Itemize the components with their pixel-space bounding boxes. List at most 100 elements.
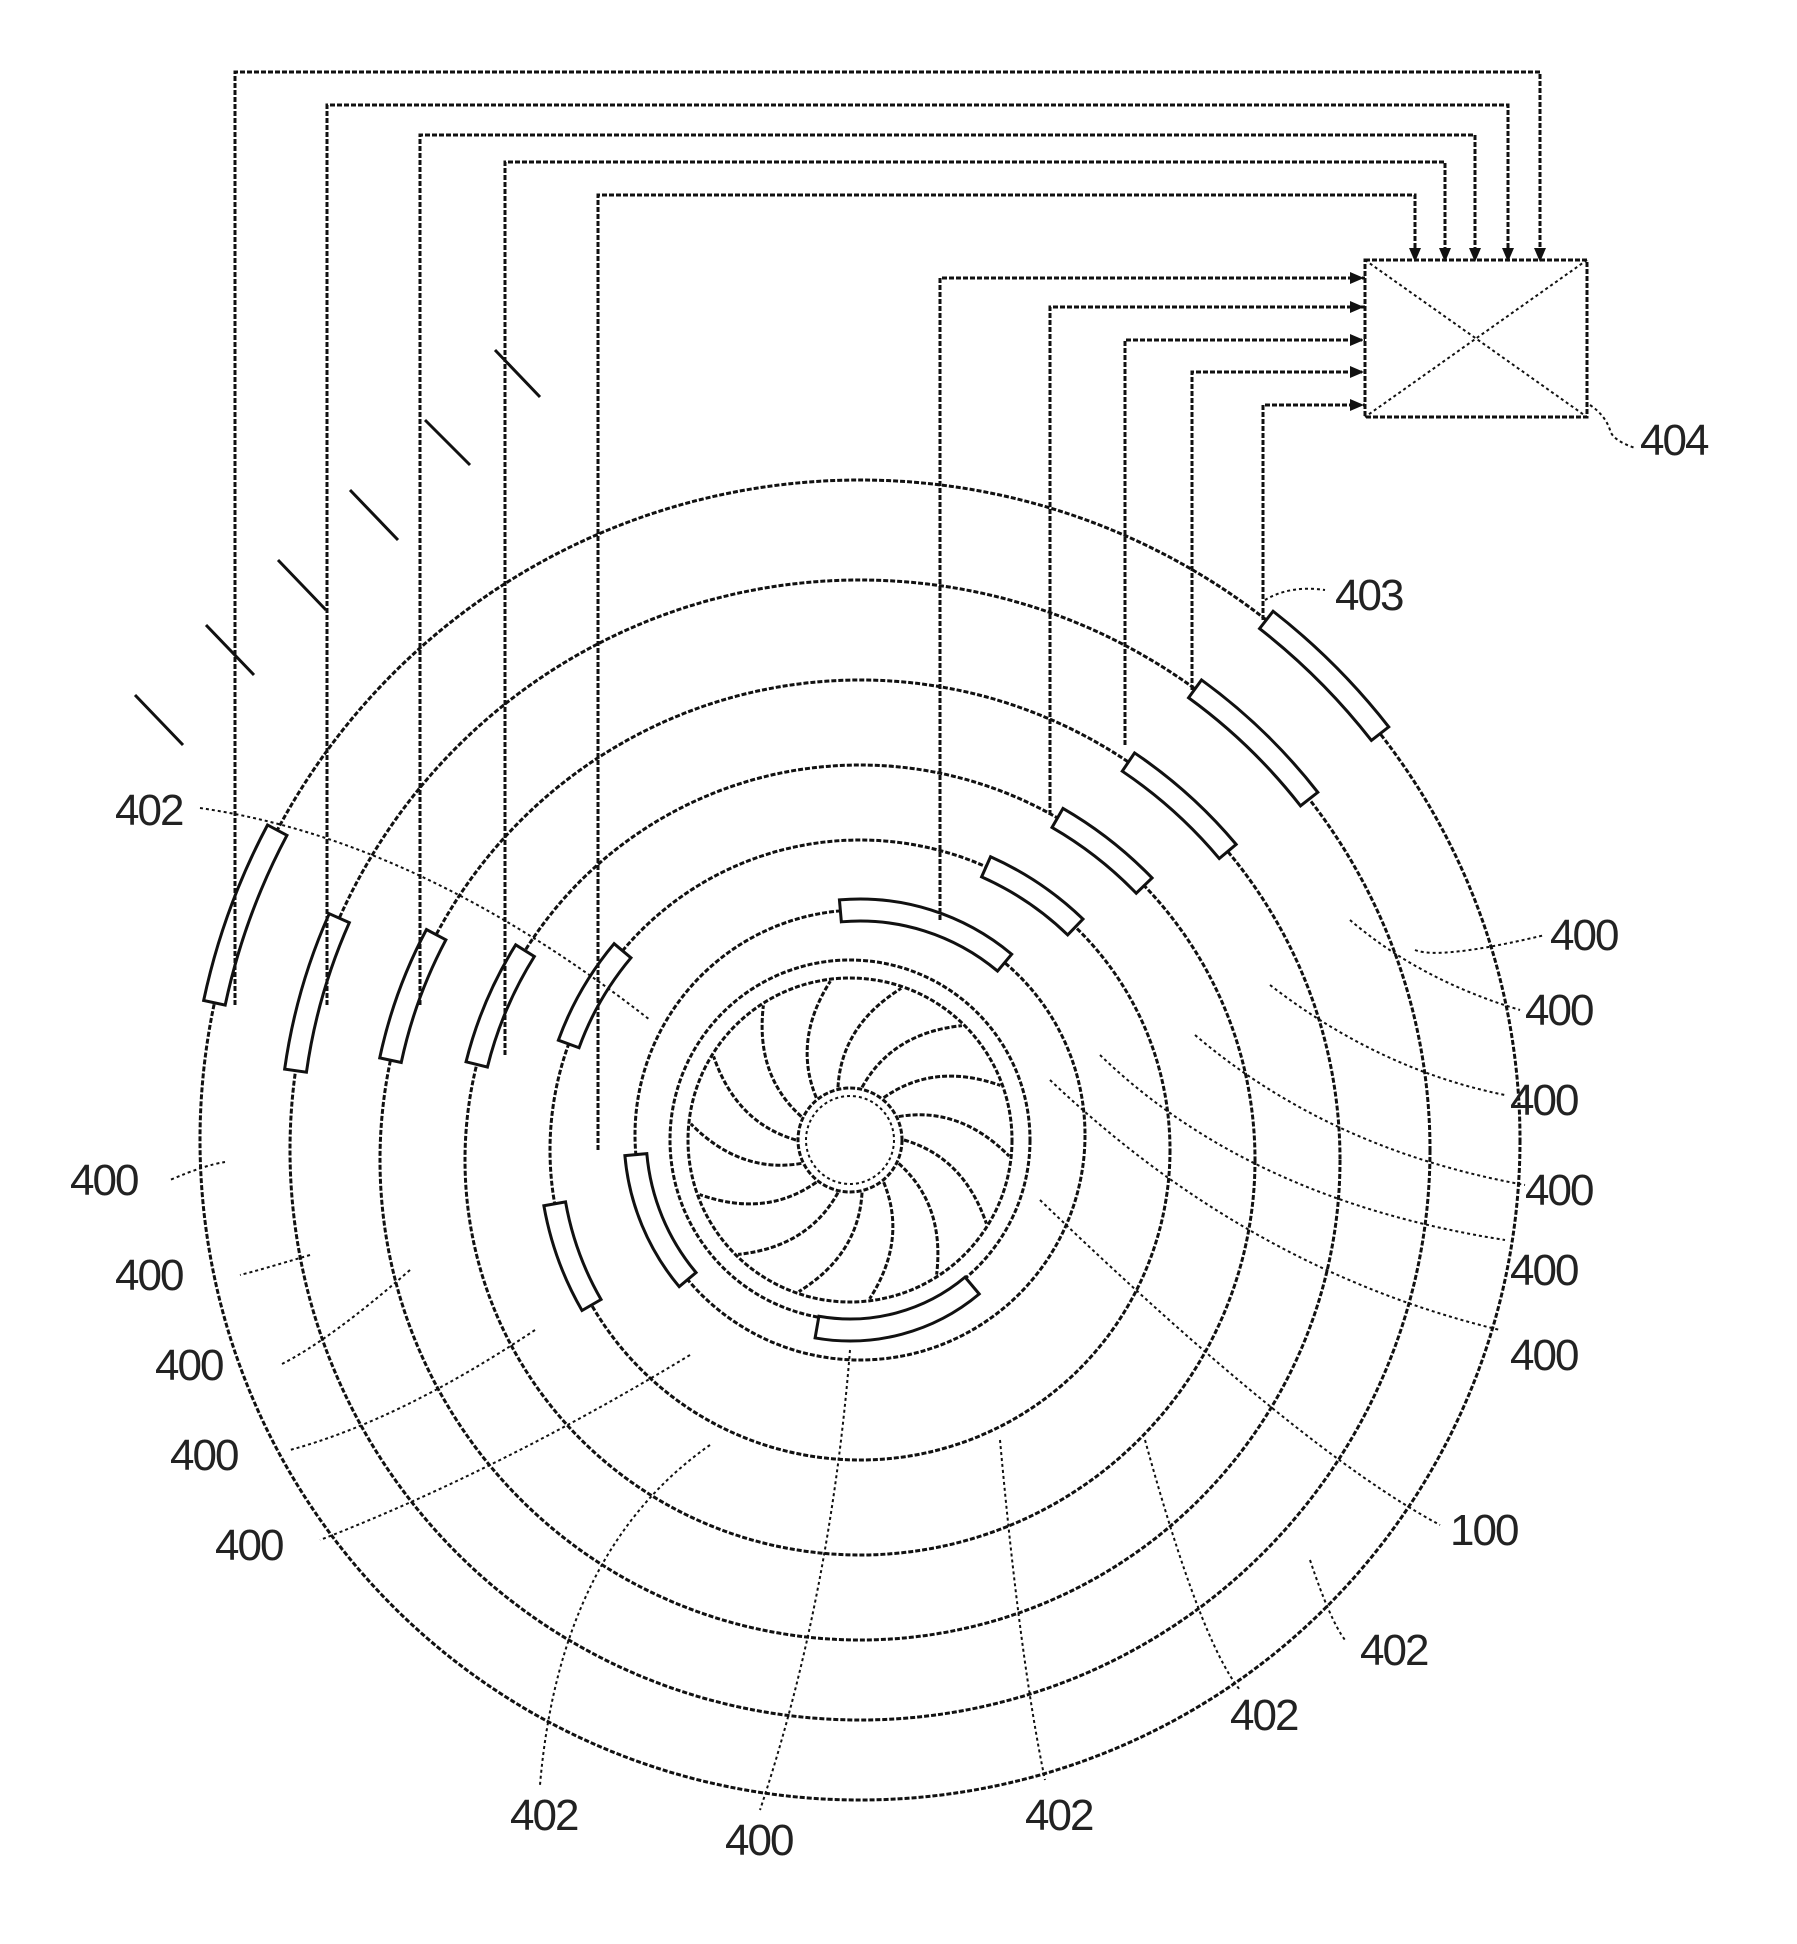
arc-sensors [201, 609, 1391, 1343]
controller-rect [1363, 258, 1589, 419]
leader [999, 1439, 1046, 1781]
leader [1049, 1079, 1501, 1331]
wire-right-5 [1261, 403, 1365, 620]
arrow-icon [1502, 248, 1514, 262]
arc-sensor [201, 822, 289, 1007]
label-400: 400 [155, 1341, 223, 1390]
label-400: 400 [1510, 1076, 1578, 1125]
leader [239, 1254, 311, 1276]
leader [319, 1354, 691, 1541]
wire-right-4 [1190, 370, 1365, 690]
leader [759, 1349, 851, 1811]
label-402: 402 [115, 786, 183, 835]
fan-blade [860, 1024, 963, 1089]
fan-blade [699, 1180, 818, 1206]
leaders [169, 807, 1546, 1811]
arrow-icon [1469, 248, 1481, 262]
top-arrowheads [1409, 248, 1546, 262]
leader [539, 1444, 711, 1786]
label-400: 400 [70, 1156, 138, 1205]
wire-right-1 [938, 276, 1365, 920]
ring-5 [548, 838, 1172, 1462]
arc-sensor [813, 1275, 982, 1343]
arrow-icon [1534, 248, 1546, 262]
label-402: 402 [1025, 1791, 1093, 1840]
wire-left-1 [233, 70, 1542, 1005]
arrow-icon [1350, 334, 1364, 346]
leader [289, 1329, 536, 1451]
ring-outer-1 [198, 478, 1522, 1802]
controller-leader [1589, 404, 1636, 449]
airflow-arrow-5 [423, 418, 472, 467]
arrow-icon [1409, 248, 1421, 262]
label-402: 402 [1230, 1691, 1298, 1740]
ring-4 [463, 763, 1257, 1557]
airflow-arrow-6 [493, 348, 542, 399]
arc-sensor [1120, 750, 1239, 861]
arrow-icon [1350, 366, 1364, 378]
arrow-icon [1350, 272, 1364, 284]
wire-right-2 [1048, 305, 1365, 815]
label-400: 400 [1510, 1331, 1578, 1380]
side-arrowheads [1350, 272, 1364, 411]
label-400: 400 [115, 1251, 183, 1300]
arc-sensor [464, 942, 537, 1069]
fan-blade [760, 1005, 803, 1118]
wire-left-2 [325, 103, 1510, 1005]
fan-blade [882, 1074, 1001, 1100]
arc-sensor [623, 1152, 699, 1289]
wire-left-5 [596, 193, 1417, 1150]
right-wires [938, 276, 1365, 920]
leader [169, 1161, 226, 1181]
wire-right-3 [1123, 338, 1365, 745]
fan-blade [712, 1055, 797, 1142]
fan-blade [805, 980, 832, 1099]
leader [1349, 919, 1521, 1011]
fan [668, 958, 1032, 1322]
fan-blade [737, 1191, 840, 1256]
label-400: 400 [725, 1816, 793, 1865]
arc-sensor [979, 854, 1086, 938]
airflow-arrow-2 [204, 623, 256, 677]
arc-sensor [837, 897, 1014, 974]
arc-sensor [377, 927, 448, 1065]
leader [279, 1269, 411, 1366]
fan-blade [689, 1122, 802, 1167]
fan-hub [796, 1086, 904, 1194]
leader [1099, 1054, 1506, 1241]
fan-blade [836, 987, 902, 1088]
label-400: 400 [1550, 911, 1618, 960]
connector-label: 403 [1335, 571, 1403, 620]
label-400: 400 [170, 1431, 238, 1480]
controller-cross-2 [1364, 259, 1588, 418]
arc-sensor [542, 1200, 604, 1313]
fan-blade [898, 1113, 1011, 1158]
arrow-icon [1350, 399, 1364, 411]
airflow-arrow-1 [133, 693, 185, 747]
controller-cross-1 [1364, 259, 1588, 418]
leader [1309, 1559, 1346, 1641]
controller-box: 404 [1363, 258, 1711, 465]
leader-100 [1039, 1199, 1441, 1526]
label-400: 400 [1510, 1246, 1578, 1295]
wire-left-3 [418, 133, 1477, 1005]
arc-sensor [556, 941, 634, 1050]
fan-housing-inner [686, 976, 1014, 1304]
fan-blade [903, 1138, 988, 1225]
arc-sensor [1186, 677, 1320, 808]
fan-hub-inner [805, 1095, 895, 1185]
leader-402-top [199, 807, 651, 1021]
label-400: 400 [1525, 1166, 1593, 1215]
left-wires [233, 70, 1542, 1150]
label-400: 400 [1525, 986, 1593, 1035]
airflow-arrow-3 [276, 558, 328, 612]
fan-blades [689, 980, 1011, 1300]
controller-label: 404 [1640, 416, 1709, 465]
arc-sensor [1049, 806, 1155, 896]
airflow-arrow-4 [348, 488, 400, 542]
label-400: 400 [215, 1521, 283, 1570]
leader [1269, 984, 1506, 1096]
arc-sensor [282, 911, 352, 1074]
label-402: 402 [1360, 1626, 1428, 1675]
label-402: 402 [510, 1791, 578, 1840]
